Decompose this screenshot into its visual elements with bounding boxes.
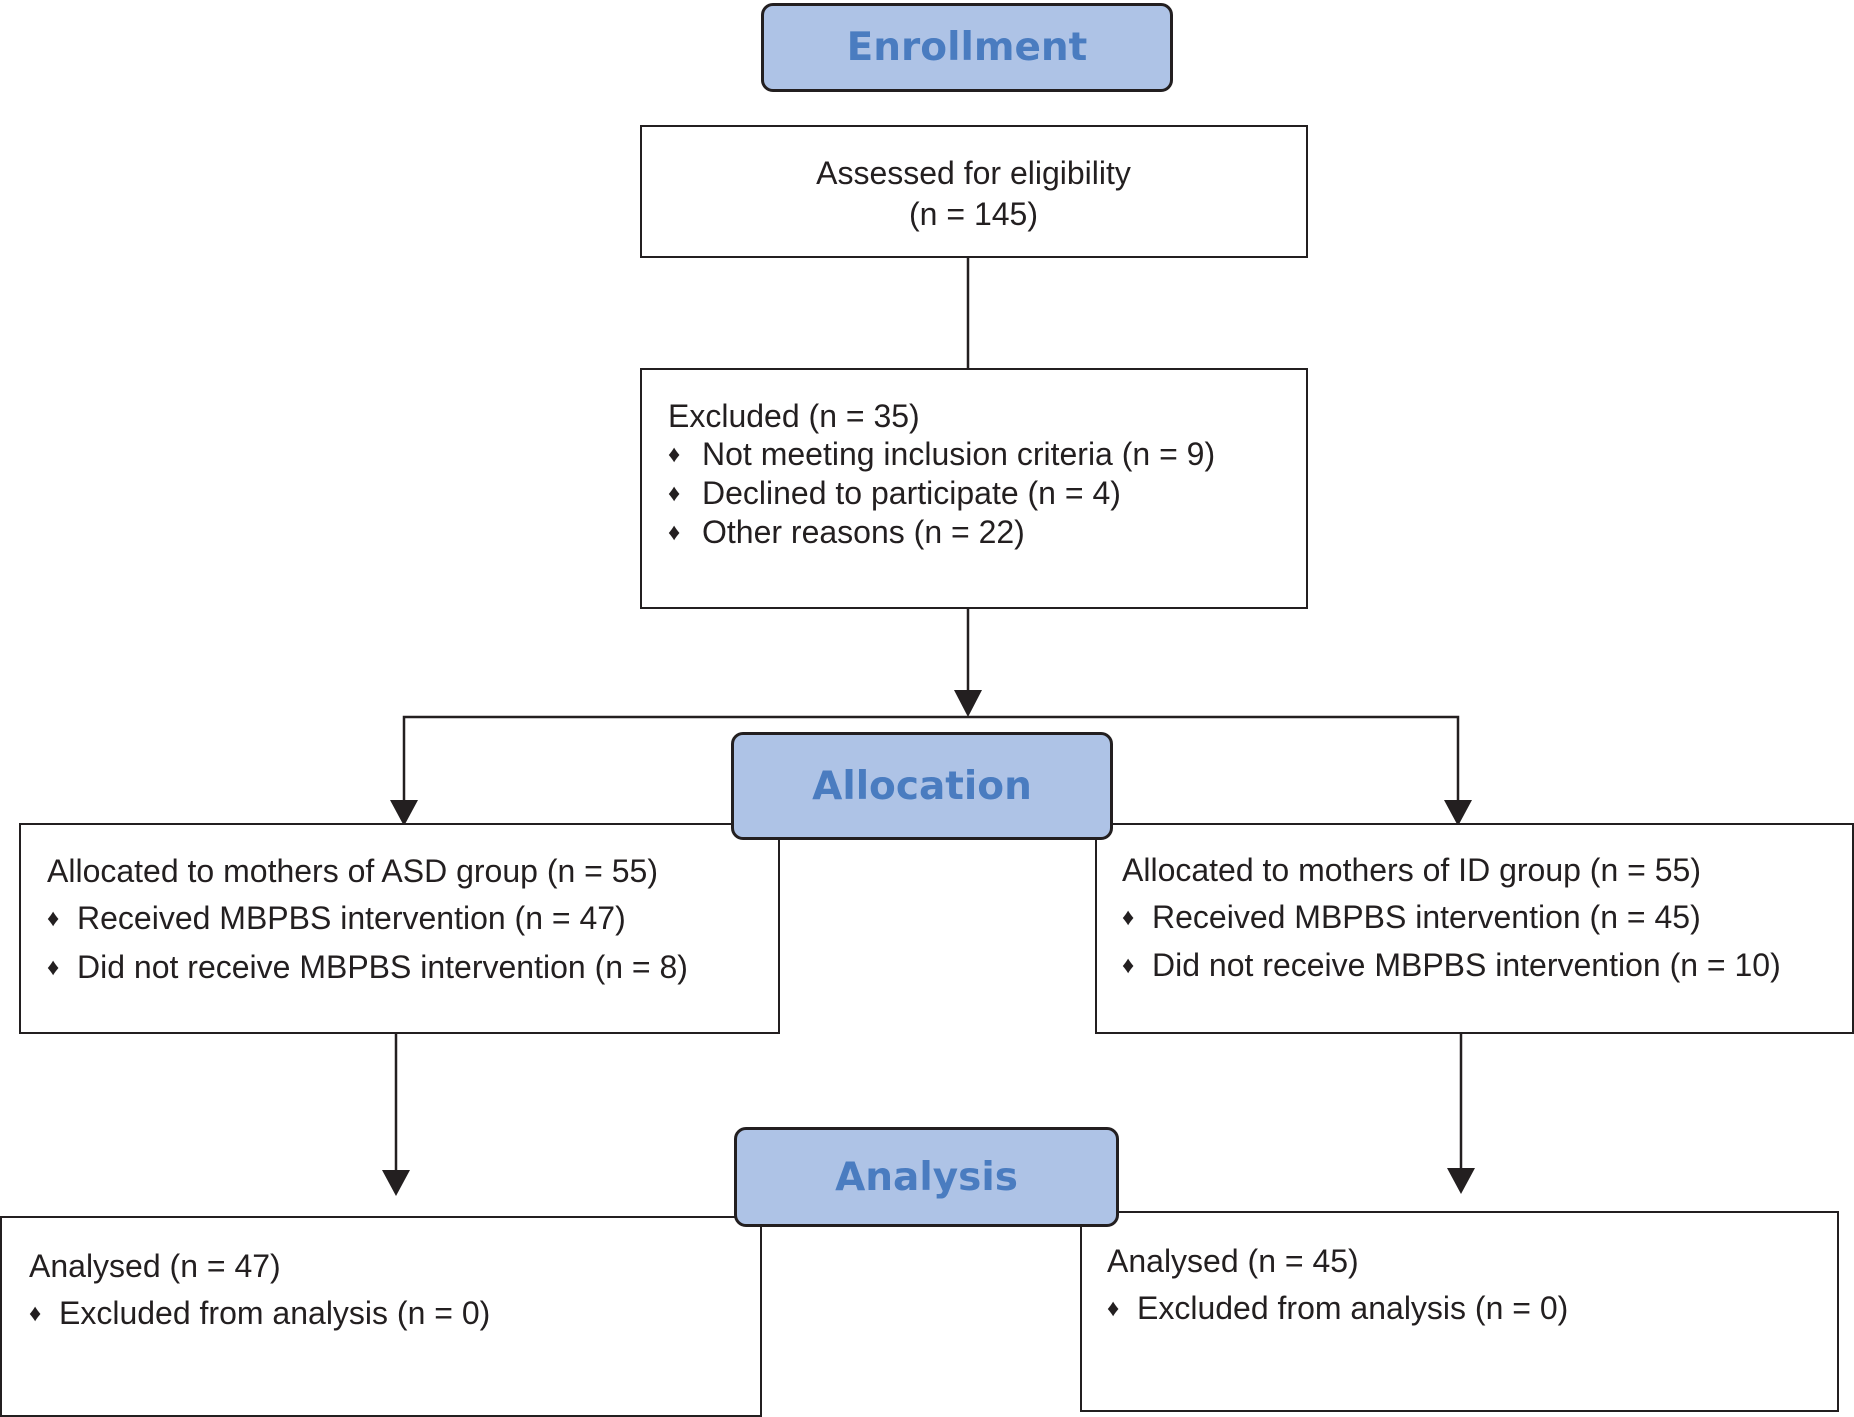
bullet-diamond-icon: ♦ — [668, 519, 681, 546]
allocation-asd-title: Allocated to mothers of ASD group (n = 5… — [47, 853, 658, 889]
bullet-diamond-icon: ♦ — [47, 905, 60, 932]
list-item: ♦Other reasons (n = 22) — [668, 514, 1025, 550]
excluded-title: Excluded (n = 35) — [668, 398, 920, 434]
bullet-diamond-icon: ♦ — [668, 480, 681, 507]
excluded-box: Excluded (n = 35) ♦Not meeting inclusion… — [640, 368, 1308, 609]
list-item: ♦Received MBPBS intervention (n = 45) — [1122, 899, 1701, 935]
bullet-diamond-icon: ♦ — [47, 954, 60, 981]
list-item: ♦Did not receive MBPBS intervention (n =… — [1122, 947, 1781, 983]
bullet-diamond-icon: ♦ — [668, 441, 681, 468]
bullet-diamond-icon: ♦ — [1122, 952, 1135, 979]
allocation-asd-box: Allocated to mothers of ASD group (n = 5… — [19, 823, 780, 1034]
arrowhead-down — [954, 690, 982, 717]
allocation-id-box: Allocated to mothers of ID group (n = 55… — [1095, 823, 1854, 1034]
arrowhead-down — [1447, 1168, 1475, 1194]
assessed-text: Assessed for eligibility (n = 145) — [816, 155, 1131, 232]
bullet-diamond-icon: ♦ — [29, 1300, 42, 1327]
arrowhead-down — [382, 1170, 410, 1196]
bullet-diamond-icon: ♦ — [1107, 1295, 1120, 1322]
analysis-asd-box: Analysed (n = 47) ♦Excluded from analysi… — [0, 1216, 762, 1417]
assessed-box: Assessed for eligibility (n = 145) — [640, 125, 1308, 258]
arrowhead-down — [390, 800, 418, 826]
list-item: ♦Not meeting inclusion criteria (n = 9) — [668, 436, 1216, 472]
analysis-id-box: Analysed (n = 45) ♦Excluded from analysi… — [1080, 1211, 1839, 1412]
allocation-stage-label: Allocation — [731, 732, 1113, 840]
analysis-stage-label: Analysis — [734, 1127, 1119, 1227]
analysis-id-title: Analysed (n = 45) — [1107, 1243, 1359, 1279]
list-item: ♦Declined to participate (n = 4) — [668, 475, 1121, 511]
bullet-diamond-icon: ♦ — [1122, 904, 1135, 931]
allocation-id-title: Allocated to mothers of ID group (n = 55… — [1122, 852, 1701, 888]
list-item: ♦Excluded from analysis (n = 0) — [1107, 1290, 1569, 1326]
analysis-asd-title: Analysed (n = 47) — [29, 1248, 281, 1284]
arrowhead-down — [1444, 800, 1472, 826]
list-item: ♦Did not receive MBPBS intervention (n =… — [47, 949, 688, 985]
list-item: ♦Received MBPBS intervention (n = 47) — [47, 900, 626, 936]
enrollment-stage-label: Enrollment — [761, 3, 1173, 92]
list-item: ♦Excluded from analysis (n = 0) — [29, 1295, 491, 1331]
